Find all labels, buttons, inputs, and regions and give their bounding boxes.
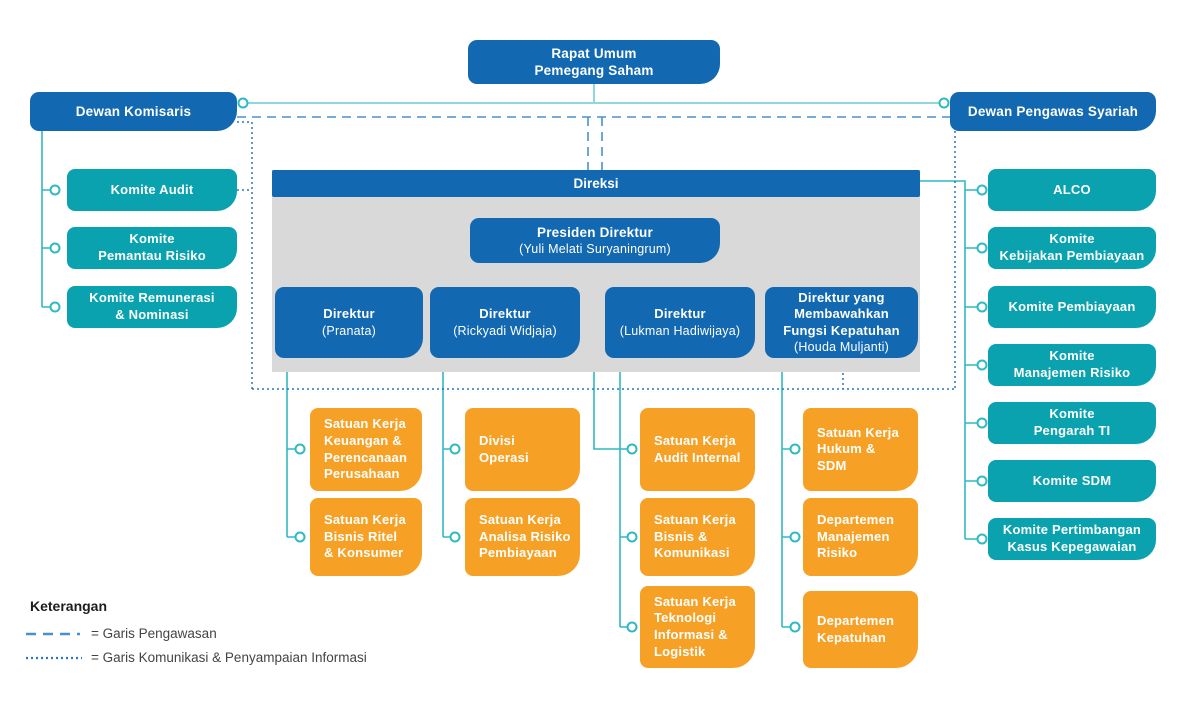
- node-komite-manajemen-risiko: Komite Manajemen Risiko: [988, 344, 1156, 386]
- node-komite-audit: Komite Audit: [67, 169, 237, 211]
- presiden-direktur-title: Presiden Direktur: [537, 224, 653, 240]
- legend-item-label: = Garis Komunikasi & Penyampaian Informa…: [91, 650, 367, 665]
- direktur-title: Direktur yang Membawahkan Fungsi Kepatuh…: [783, 289, 900, 338]
- node-sk-keuangan-perencanaan: Satuan Kerja Keuangan & Perencanaan Peru…: [310, 408, 422, 491]
- node-komite-pembiayaan: Komite Pembiayaan: [988, 286, 1156, 328]
- node-sk-audit-internal: Satuan Kerja Audit Internal: [640, 408, 755, 491]
- node-komite-pengarah-ti: Komite Pengarah TI: [988, 402, 1156, 444]
- node-komite-pemantau-risiko: Komite Pemantau Risiko: [67, 227, 237, 269]
- node-sk-teknologi-informasi-logistik: Satuan Kerja Teknologi Informasi & Logis…: [640, 586, 755, 668]
- node-sk-hukum-sdm: Satuan Kerja Hukum & SDM: [803, 408, 918, 491]
- node-sk-analisa-risiko-pembiayaan: Satuan Kerja Analisa Risiko Pembiayaan: [465, 498, 580, 576]
- node-direksi: Direksi: [272, 170, 920, 197]
- node-divisi-operasi: Divisi Operasi: [465, 408, 580, 491]
- node-dewan-pengawas-syariah: Dewan Pengawas Syariah: [950, 92, 1156, 131]
- node-direktur-pranata: Direktur (Pranata): [275, 287, 423, 358]
- node-rapat-umum-pemegang-saham: Rapat Umum Pemegang Saham: [468, 40, 720, 84]
- presiden-direktur-name: (Yuli Melati Suryaningrum): [519, 242, 671, 257]
- node-komite-kebijakan-pembiayaan: Komite Kebijakan Pembiayaan: [988, 227, 1156, 269]
- legend-item-label: = Garis Pengawasan: [91, 626, 217, 641]
- node-departemen-manajemen-risiko: Departemen Manajemen Risiko: [803, 498, 918, 576]
- node-direktur-rickyadi-widjaja: Direktur (Rickyadi Widjaja): [430, 287, 580, 358]
- dashed-line-icon: [26, 632, 82, 635]
- node-departemen-kepatuhan: Departemen Kepatuhan: [803, 591, 918, 668]
- legend-title: Keterangan: [30, 598, 108, 614]
- node-direktur-fungsi-kepatuhan: Direktur yang Membawahkan Fungsi Kepatuh…: [765, 287, 918, 358]
- direktur-title: Direktur: [654, 306, 706, 322]
- node-komite-pertimbangan-kasus-kepegawaian: Komite Pertimbangan Kasus Kepegawaian: [988, 518, 1156, 560]
- node-presiden-direktur: Presiden Direktur (Yuli Melati Suryaning…: [470, 218, 720, 263]
- node-alco: ALCO: [988, 169, 1156, 211]
- node-sk-bisnis-ritel-konsumer: Satuan Kerja Bisnis Ritel & Konsumer: [310, 498, 422, 576]
- direktur-title: Direktur: [323, 306, 375, 322]
- direktur-name: (Pranata): [322, 323, 376, 338]
- direktur-name: (Rickyadi Widjaja): [453, 323, 557, 338]
- node-komite-remunerasi-nominasi: Komite Remunerasi & Nominasi: [67, 286, 237, 328]
- node-direktur-lukman-hadiwijaya: Direktur (Lukman Hadiwijaya): [605, 287, 755, 358]
- node-sk-bisnis-komunikasi: Satuan Kerja Bisnis & Komunikasi: [640, 498, 755, 576]
- direktur-name: (Houda Muljanti): [794, 340, 889, 355]
- legend-item-komunikasi: = Garis Komunikasi & Penyampaian Informa…: [25, 650, 367, 665]
- legend-item-pengawasan: = Garis Pengawasan: [25, 626, 217, 641]
- dotted-line-icon: [26, 656, 82, 659]
- direktur-name: (Lukman Hadiwijaya): [619, 323, 741, 338]
- node-dewan-komisaris: Dewan Komisaris: [30, 92, 237, 131]
- direktur-title: Direktur: [479, 306, 531, 322]
- node-komite-sdm: Komite SDM: [988, 460, 1156, 502]
